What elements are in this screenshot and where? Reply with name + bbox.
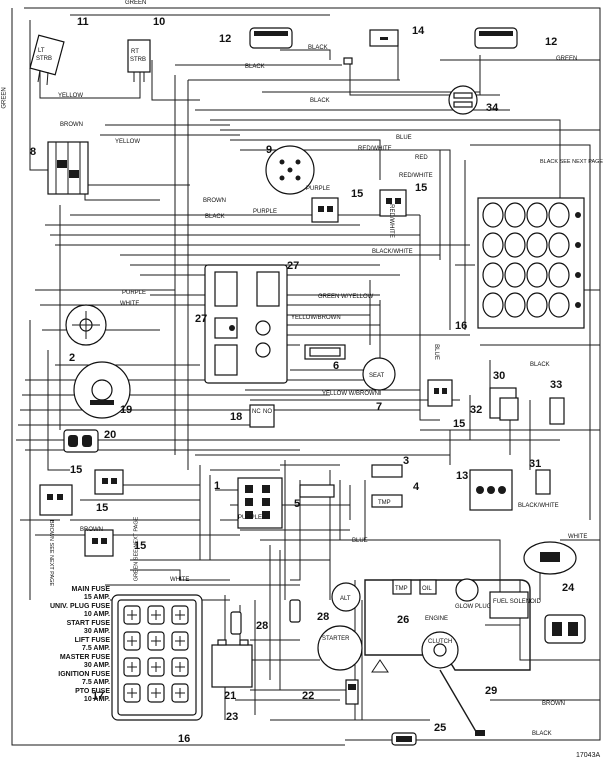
connector-16-terminal (575, 242, 581, 248)
battery-21 (211, 639, 253, 688)
connector-16-cell (526, 202, 548, 228)
oil-sender: OIL (419, 579, 437, 595)
connector-16-cell (482, 232, 504, 258)
relay-15-e (39, 484, 73, 516)
diode-28-a (230, 611, 242, 635)
connector-16-cell (548, 292, 570, 318)
connector-16-terminal (575, 302, 581, 308)
connector-16-cell (504, 262, 526, 288)
strobe-light-10: RT STRB (127, 39, 151, 82)
switch-22-23 (345, 679, 359, 705)
light-34 (448, 85, 478, 115)
fuse-slot-mark (151, 636, 161, 646)
hour-meter-2 (65, 304, 107, 346)
connector-16-cell (526, 262, 548, 288)
switch-20 (63, 429, 99, 453)
clutch-connector (544, 614, 586, 644)
svg-text:FUEL SOLENOID: FUEL SOLENOID (493, 599, 541, 605)
gauge-19 (73, 361, 131, 419)
connector-29 (439, 669, 485, 736)
svg-text:GLOW PLUG: GLOW PLUG (455, 604, 492, 610)
seat-switch-7: SEAT (362, 357, 396, 391)
fuse-block-17 (111, 594, 203, 721)
connector-16-cell (504, 232, 526, 258)
connector-16-cell (482, 262, 504, 288)
switch-5 (299, 484, 335, 498)
svg-text:RT: RT (131, 49, 139, 55)
connector-1 (237, 477, 283, 529)
svg-text:ENGINE: ENGINE (425, 616, 448, 622)
relay-15-d (94, 469, 124, 495)
fuse-slot-mark (175, 610, 185, 620)
svg-text:ALT: ALT (340, 596, 351, 602)
ground-point (371, 659, 389, 673)
clutch: CLUTCH (421, 631, 459, 669)
fuse-slot-mark (127, 636, 137, 646)
connector-16-cell (548, 232, 570, 258)
connector-16-cell (482, 202, 504, 228)
fuse-block-fuses (123, 605, 189, 703)
fuse-slot-mark (127, 610, 137, 620)
connector-32 (499, 397, 519, 421)
harness-wires (11, 7, 601, 746)
module-31 (535, 469, 551, 495)
svg-text:LT: LT (38, 48, 45, 54)
relay-15-a (311, 197, 339, 223)
svg-text:NO: NO (263, 409, 272, 415)
svg-text:STRB: STRB (130, 57, 146, 63)
relay-15-b (379, 189, 407, 217)
fuse-slot-mark (151, 610, 161, 620)
svg-text:TMP: TMP (378, 500, 391, 506)
connector-16-terminal (575, 212, 581, 218)
strobe-light-11: LT STRB (29, 34, 65, 86)
connector-16-cell (526, 232, 548, 258)
switch-4: TMP (371, 494, 403, 508)
ignition-switch-9 (265, 145, 315, 195)
connector-16-cell (504, 202, 526, 228)
fuse-slot-mark (175, 662, 185, 672)
connector-25 (391, 732, 417, 746)
svg-text:NC: NC (252, 409, 261, 415)
fuse-slot-mark (175, 688, 185, 698)
connector-16-cell (526, 292, 548, 318)
connector-16-top (477, 197, 585, 329)
switch-18: NC NO (249, 404, 275, 428)
fuse-slot-mark (175, 636, 185, 646)
fuse-slot-mark (151, 688, 161, 698)
svg-text:SEAT: SEAT (369, 373, 385, 379)
connector-16-cells (482, 202, 581, 318)
starter: STARTER (317, 625, 363, 671)
diode-28-b (289, 599, 301, 623)
headlight-12-left (249, 27, 293, 49)
svg-text:STARTER: STARTER (322, 636, 350, 642)
connector-16-cell (548, 202, 570, 228)
switch-33 (549, 397, 565, 425)
alternator: ALT (331, 582, 361, 612)
fuse-slot-mark (127, 688, 137, 698)
connector-24 (523, 541, 577, 575)
connector-13 (469, 469, 513, 511)
svg-text:STRB: STRB (36, 56, 52, 62)
svg-text:CLUTCH: CLUTCH (428, 639, 452, 645)
switch-6 (304, 344, 346, 360)
connector-16-terminal (575, 272, 581, 278)
relay-15-c (427, 379, 453, 407)
switch-3 (371, 464, 403, 478)
connector-16-cell (482, 292, 504, 318)
fuse-slot-mark (151, 662, 161, 672)
relay-15-f (84, 529, 114, 557)
connector-16-cell (504, 292, 526, 318)
connector-8 (47, 141, 89, 195)
svg-text:TMP: TMP (395, 586, 408, 592)
module-27 (204, 264, 288, 384)
svg-text:OIL: OIL (422, 586, 432, 592)
relay-14 (343, 29, 399, 65)
headlight-12-right (474, 27, 518, 49)
glow-plug: GLOW PLUG (455, 578, 492, 610)
connector-16-cell (548, 262, 570, 288)
temp-sender-26: TMP (392, 579, 412, 595)
fuse-slot-mark (127, 662, 137, 672)
fuel-solenoid: FUEL SOLENOID (489, 591, 541, 619)
